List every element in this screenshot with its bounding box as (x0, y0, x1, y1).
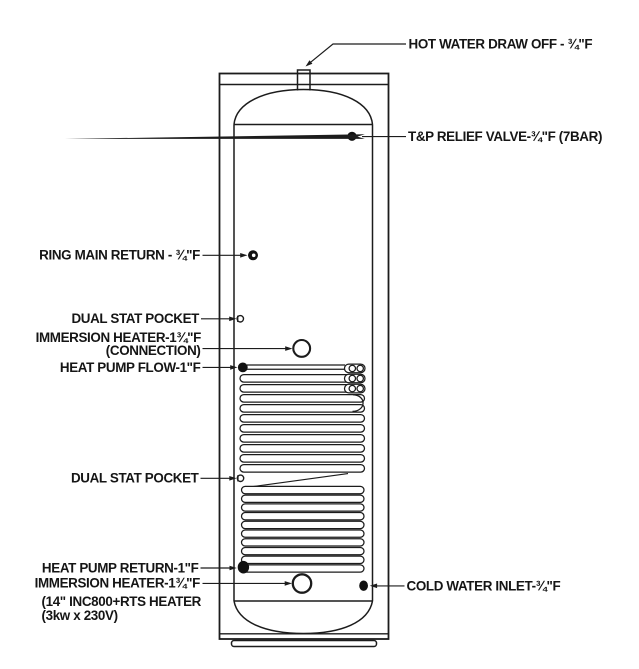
label-dual-stat-pocket-lower: DUAL STAT POCKET (71, 471, 200, 486)
dual-stat-pocket-upper-port (236, 314, 245, 323)
coil-turn (239, 393, 366, 403)
cold-water-inlet-port (359, 580, 368, 591)
arrowhead (229, 476, 237, 481)
coil-turn (240, 546, 365, 556)
coil-turn (240, 520, 365, 530)
labels: HOT WATER DRAW OFF - ¾"F T&P RELIEF VALV… (35, 37, 603, 623)
leader-lines (64, 43, 406, 589)
immersion-heater-top-boss (292, 338, 312, 358)
arrowhead (64, 134, 365, 139)
dual-stat-pocket-lower-port (236, 474, 245, 483)
coil-turn (240, 503, 365, 512)
coil-turn (239, 423, 366, 433)
leader-hot-water-draw-off (307, 43, 406, 66)
coil-turn (239, 433, 366, 443)
coil-lower-section (240, 485, 365, 573)
coil-turn (239, 413, 366, 423)
coil-turn (240, 564, 365, 573)
vessel-dome (233, 88, 374, 125)
coil-cross-section (356, 384, 365, 393)
arrowhead (229, 316, 237, 322)
label-immersion-heater-bottom-3: (3kw x 230V) (42, 608, 118, 623)
label-hot-water-draw-off: HOT WATER DRAW OFF - ¾"F (409, 37, 593, 52)
coil-turn (239, 403, 366, 413)
coil-return-bend (352, 394, 364, 413)
label-ring-main-return: RING MAIN RETURN - ¾"F (39, 248, 200, 263)
coil-turn (240, 494, 365, 504)
coil-cross-section (356, 364, 365, 373)
coil-turn (240, 485, 365, 495)
outer-casing (218, 72, 390, 648)
label-tp-relief-valve: T&P RELIEF VALVE-¾"F (7BAR) (408, 129, 602, 144)
label-heat-pump-return: HEAT PUMP RETURN-1"F (42, 560, 199, 575)
pocket-circle (236, 314, 245, 323)
arrowhead (305, 60, 313, 67)
label-immersion-heater-top-2: (CONNECTION) (106, 343, 201, 358)
label-dual-stat-pocket-upper: DUAL STAT POCKET (71, 311, 200, 326)
draw-off-stub (296, 69, 311, 91)
label-cold-water-inlet: COLD WATER INLET-¾"F (407, 579, 561, 594)
ring-main-return-port (248, 250, 258, 261)
arrowhead (240, 253, 248, 258)
label-immersion-heater-top-1: IMMERSION HEATER-1¾"F (36, 330, 202, 345)
coil-turn (240, 529, 365, 538)
coil-end-boxes (343, 363, 366, 413)
coil-turn (239, 443, 366, 453)
port-dot-center (251, 253, 256, 258)
coil-turn (240, 538, 365, 547)
coil-transition-diagonal (247, 473, 349, 488)
immersion-heater-bottom-boss (291, 573, 313, 594)
heat-pump-return-port (237, 560, 250, 574)
coil-turn (239, 463, 366, 473)
coil-turn (240, 555, 365, 565)
coil-cross-section (348, 374, 357, 383)
arrowhead (229, 565, 237, 571)
arrowhead (230, 365, 238, 370)
base-plinth (230, 639, 378, 648)
heat-pump-flow-port (237, 362, 248, 373)
coil-turn (240, 511, 365, 521)
coil-cross-section (356, 374, 365, 383)
inner-vessel (233, 69, 374, 635)
label-immersion-heater-bottom-2: (14" INC800+RTS HEATER (42, 594, 202, 609)
coil-turn (239, 453, 366, 463)
label-heat-pump-flow: HEAT PUMP FLOW-1"F (60, 360, 201, 375)
casing-outline (218, 72, 390, 640)
label-immersion-heater-bottom-1: IMMERSION HEATER-1¾"F (35, 576, 201, 591)
coil (239, 363, 366, 573)
coil-cross-section (348, 384, 357, 393)
arrowhead (285, 346, 293, 351)
arrowhead (284, 581, 292, 586)
coil-cross-section (348, 364, 357, 373)
arrowhead (369, 583, 378, 589)
pocket-circle (236, 474, 245, 483)
vessel-bottom-dish (233, 600, 374, 635)
